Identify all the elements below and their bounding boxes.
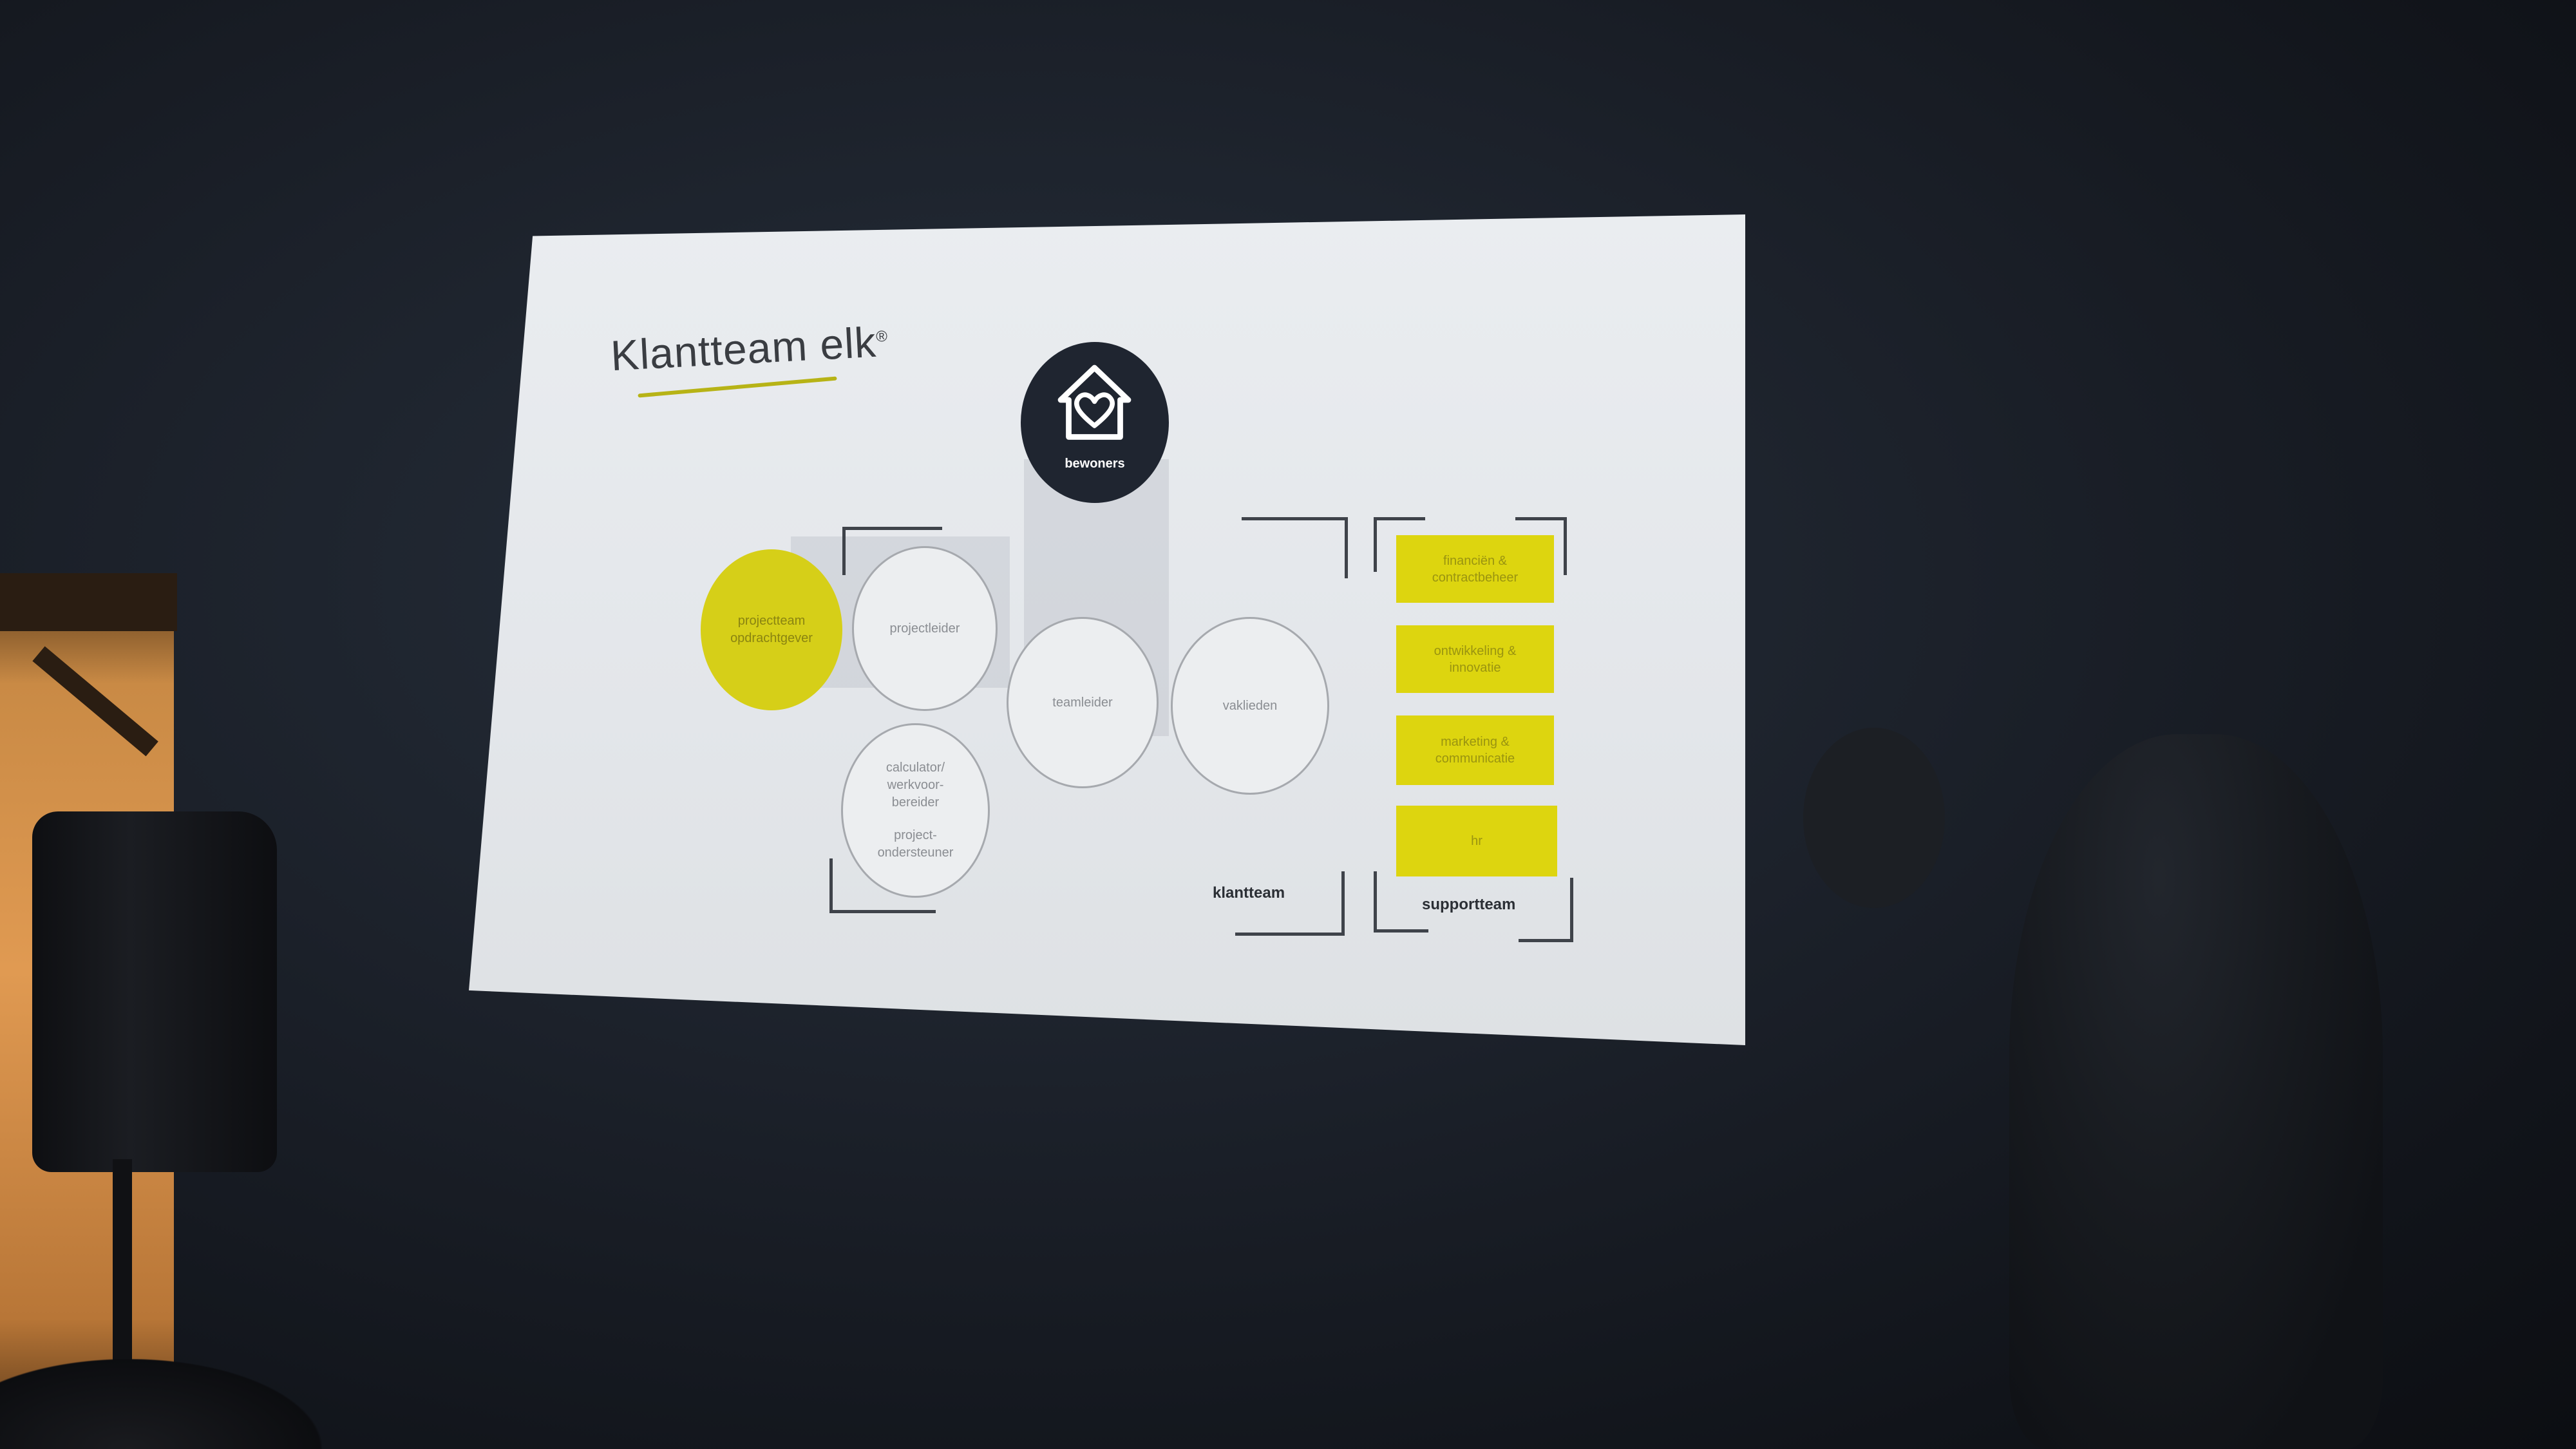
- slide-title-text: Klantteam elk: [609, 317, 878, 380]
- circle-projectteam: projectteam opdrachtgever: [701, 549, 842, 710]
- bracket-support-bottom-right: [1519, 878, 1573, 942]
- projected-slide: Klantteam elk® bewoners projectteam opdr…: [469, 214, 1745, 1045]
- house-heart-icon: [1057, 365, 1132, 440]
- bracket-bottom-left: [829, 858, 936, 913]
- presenter-head: [1803, 728, 1945, 908]
- bracket-klantteam-top: [1242, 517, 1348, 578]
- title-underline: [638, 376, 837, 398]
- circle-projectondersteuner-label: project- ondersteuner: [877, 828, 954, 860]
- bracket-support-bottom-left: [1374, 871, 1428, 933]
- support-box-ontwikkeling-label: ontwikkeling & innovatie: [1434, 643, 1517, 675]
- bracket-klantteam-bottom: [1235, 871, 1345, 936]
- support-box-hr: hr: [1396, 806, 1557, 876]
- bewoners-hub: bewoners: [1021, 342, 1169, 503]
- circle-projectteam-label: projectteam opdrachtgever: [730, 614, 813, 645]
- bracket-support-top-left: [1374, 517, 1425, 572]
- circle-teamleider-label: teamleider: [1052, 695, 1113, 710]
- klantteam-label: klantteam: [1213, 884, 1285, 902]
- door-frame: [0, 573, 177, 631]
- bracket-support-top-right: [1515, 517, 1567, 575]
- bracket-top-left: [842, 527, 942, 575]
- circle-teamleider: teamleider: [1007, 617, 1159, 788]
- circle-vaklieden: vaklieden: [1171, 617, 1329, 795]
- circle-calculator: calculator/ werkvoor- bereider project- …: [841, 723, 990, 898]
- circle-vaklieden-label: vaklieden: [1222, 698, 1278, 713]
- circle-calculator-label: calculator/ werkvoor- bereider: [886, 761, 945, 810]
- speaker-cabinet: [32, 811, 277, 1172]
- audience-silhouette: [0, 1359, 322, 1449]
- support-box-marketing: marketing & communicatie: [1396, 715, 1554, 785]
- hub-label: bewoners: [1065, 457, 1125, 471]
- circle-projectleider: projectleider: [852, 546, 998, 711]
- support-box-financien: financiën & contractbeheer: [1396, 535, 1554, 603]
- slide-title: Klantteam elk®: [609, 317, 889, 380]
- presenter-silhouette: [2009, 734, 2383, 1449]
- registered-mark: ®: [875, 327, 889, 346]
- support-box-marketing-label: marketing & communicatie: [1435, 735, 1515, 766]
- circle-projectleider-label: projectleider: [889, 621, 960, 636]
- support-box-hr-label: hr: [1471, 834, 1482, 848]
- support-box-financien-label: financiën & contractbeheer: [1432, 553, 1519, 585]
- support-box-ontwikkeling: ontwikkeling & innovatie: [1396, 625, 1554, 693]
- supportteam-label: supportteam: [1422, 896, 1516, 913]
